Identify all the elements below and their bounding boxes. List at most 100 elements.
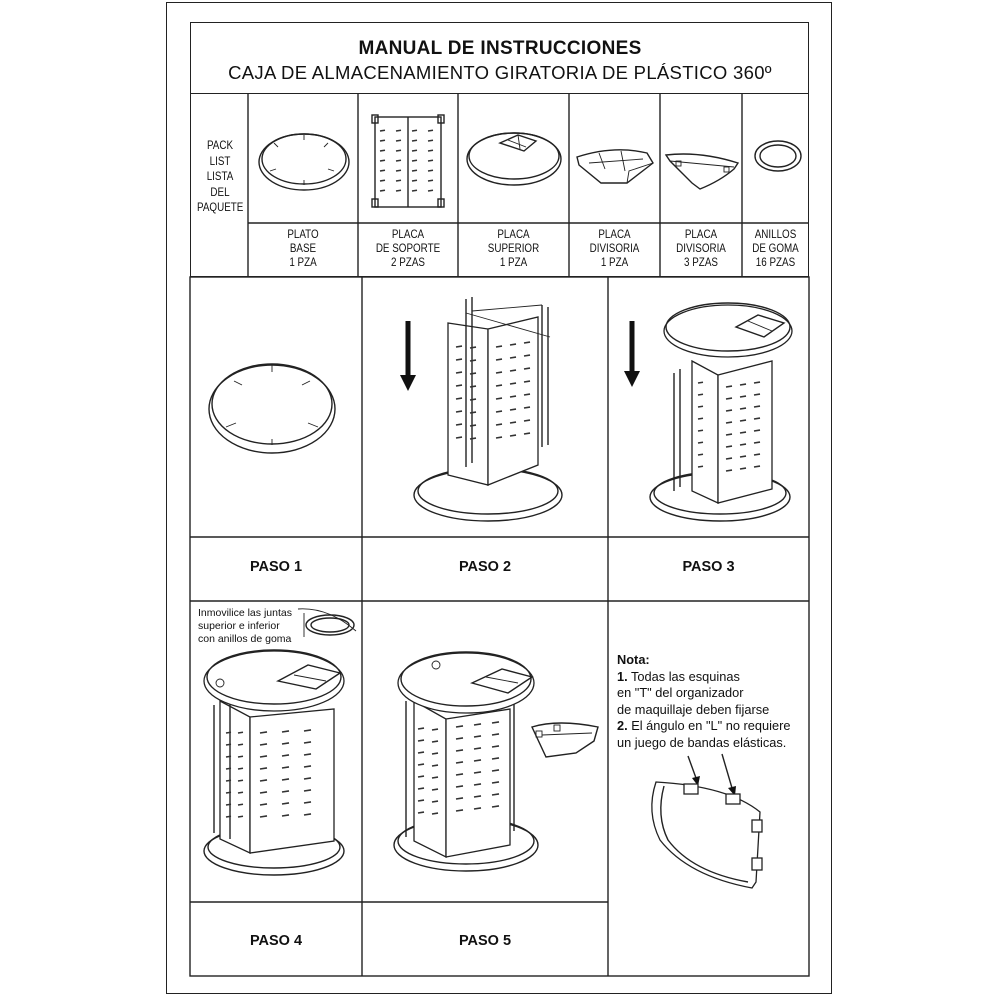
panel-slot [427, 129, 434, 132]
panel-slot [523, 393, 531, 396]
panel-slot [395, 159, 402, 162]
step-label: PASO 5 [458, 933, 512, 949]
panel-slot [379, 169, 386, 172]
panel-slot [237, 815, 244, 818]
panel-slot [431, 812, 439, 815]
panel-slot [225, 731, 232, 734]
panel-slot [697, 429, 704, 432]
panel-slot [697, 405, 704, 408]
panel-slot [455, 345, 463, 348]
panel-slot [411, 139, 418, 142]
panel-slot [431, 800, 439, 803]
panel-slot [739, 407, 747, 410]
panel-slot [379, 159, 386, 162]
panel-slot [431, 788, 439, 791]
panel-slot [523, 406, 531, 409]
panel-slot [491, 793, 500, 796]
pack-item-label: PLACA DIVISORIA 3 PZAS [667, 227, 734, 269]
panel-slot [417, 751, 425, 754]
pack-list-heading-line: LIST [209, 153, 231, 168]
panel-slot [395, 139, 402, 142]
panel-slot [281, 730, 290, 733]
panel-slot [281, 766, 290, 769]
panel-slot [491, 721, 500, 724]
panel-slot [379, 129, 386, 132]
panel-slot [739, 431, 747, 434]
panel-slot [225, 743, 232, 746]
panel-slot [469, 372, 477, 375]
panel-slot [491, 769, 500, 772]
panel-slot [303, 765, 312, 768]
panel-slot [455, 397, 463, 400]
panel-slot [753, 441, 761, 444]
panel-slot [455, 371, 463, 374]
panel-slot [455, 785, 464, 788]
panel-slot [491, 781, 500, 784]
panel-slot [411, 129, 418, 132]
panel-slot [495, 397, 503, 400]
pack-item-name: BASE [289, 241, 317, 255]
panel-slot [725, 433, 733, 436]
panel-slot [509, 382, 517, 385]
panel-slot [379, 149, 386, 152]
panel-slot [455, 436, 463, 439]
panel-slot [417, 763, 425, 766]
panel-slot [303, 813, 312, 816]
note-item-text: El ángulo en "L" no requiere [627, 718, 791, 733]
panel-slot [469, 437, 477, 440]
panel-slot [491, 757, 500, 760]
step5-divider-insert-drawing [393, 651, 599, 872]
panel-slot [455, 809, 464, 812]
l-angle-divider-drawing [651, 753, 763, 889]
panel-slot [455, 358, 463, 361]
panel-slot [281, 802, 290, 805]
panel-slot [739, 455, 747, 458]
panel-slot [509, 421, 517, 424]
panel-slot [427, 159, 434, 162]
panel-slot [259, 743, 268, 746]
panel-slot [259, 767, 268, 770]
pack-item-name: PLACA [391, 227, 425, 241]
panel-slot [473, 783, 482, 786]
note-item-number: 1. [617, 668, 628, 684]
panel-slot [495, 371, 503, 374]
pack-item-label: PLACA SUPERIOR 1 PZA [468, 227, 559, 269]
panel-slot [281, 778, 290, 781]
panel-slot [417, 727, 425, 730]
pack-list-heading-line: PAQUETE [197, 200, 244, 214]
panel-slot [469, 424, 477, 427]
panel-slot [455, 749, 464, 752]
panel-slot [473, 807, 482, 810]
panel-slot [473, 759, 482, 762]
panel-slot [259, 779, 268, 782]
panel-slot [431, 740, 439, 743]
pack-list-heading-line: PACK [206, 138, 234, 152]
note-item-text: un juego de bandas elásticas. [617, 734, 787, 750]
panel-slot [509, 343, 517, 346]
panel-slot [395, 149, 402, 152]
panel-slot [491, 733, 500, 736]
panel-slot [495, 384, 503, 387]
panel-slot [395, 189, 402, 192]
panel-slot [739, 467, 747, 470]
panel-slot [455, 773, 464, 776]
panel-slot [417, 787, 425, 790]
panel-slot [491, 745, 500, 748]
panel-slot [281, 742, 290, 745]
pack-item-name: PLACA [684, 227, 718, 241]
panel-slot [281, 814, 290, 817]
panel-slot [753, 465, 761, 468]
panel-slot [523, 341, 531, 344]
panel-slot [417, 775, 425, 778]
panel-slot [427, 189, 434, 192]
divider-plate-icon [664, 153, 740, 190]
step4-rubber-ring-drawing [203, 608, 357, 876]
panel-slot [303, 741, 312, 744]
panel-slot [455, 384, 463, 387]
step4-hint: Inmovilice las juntas superior e inferio… [198, 607, 328, 646]
panel-slot [417, 739, 425, 742]
panel-slot [753, 429, 761, 432]
panel-slot [491, 805, 500, 808]
panel-slot [469, 385, 477, 388]
panel-slot [379, 139, 386, 142]
